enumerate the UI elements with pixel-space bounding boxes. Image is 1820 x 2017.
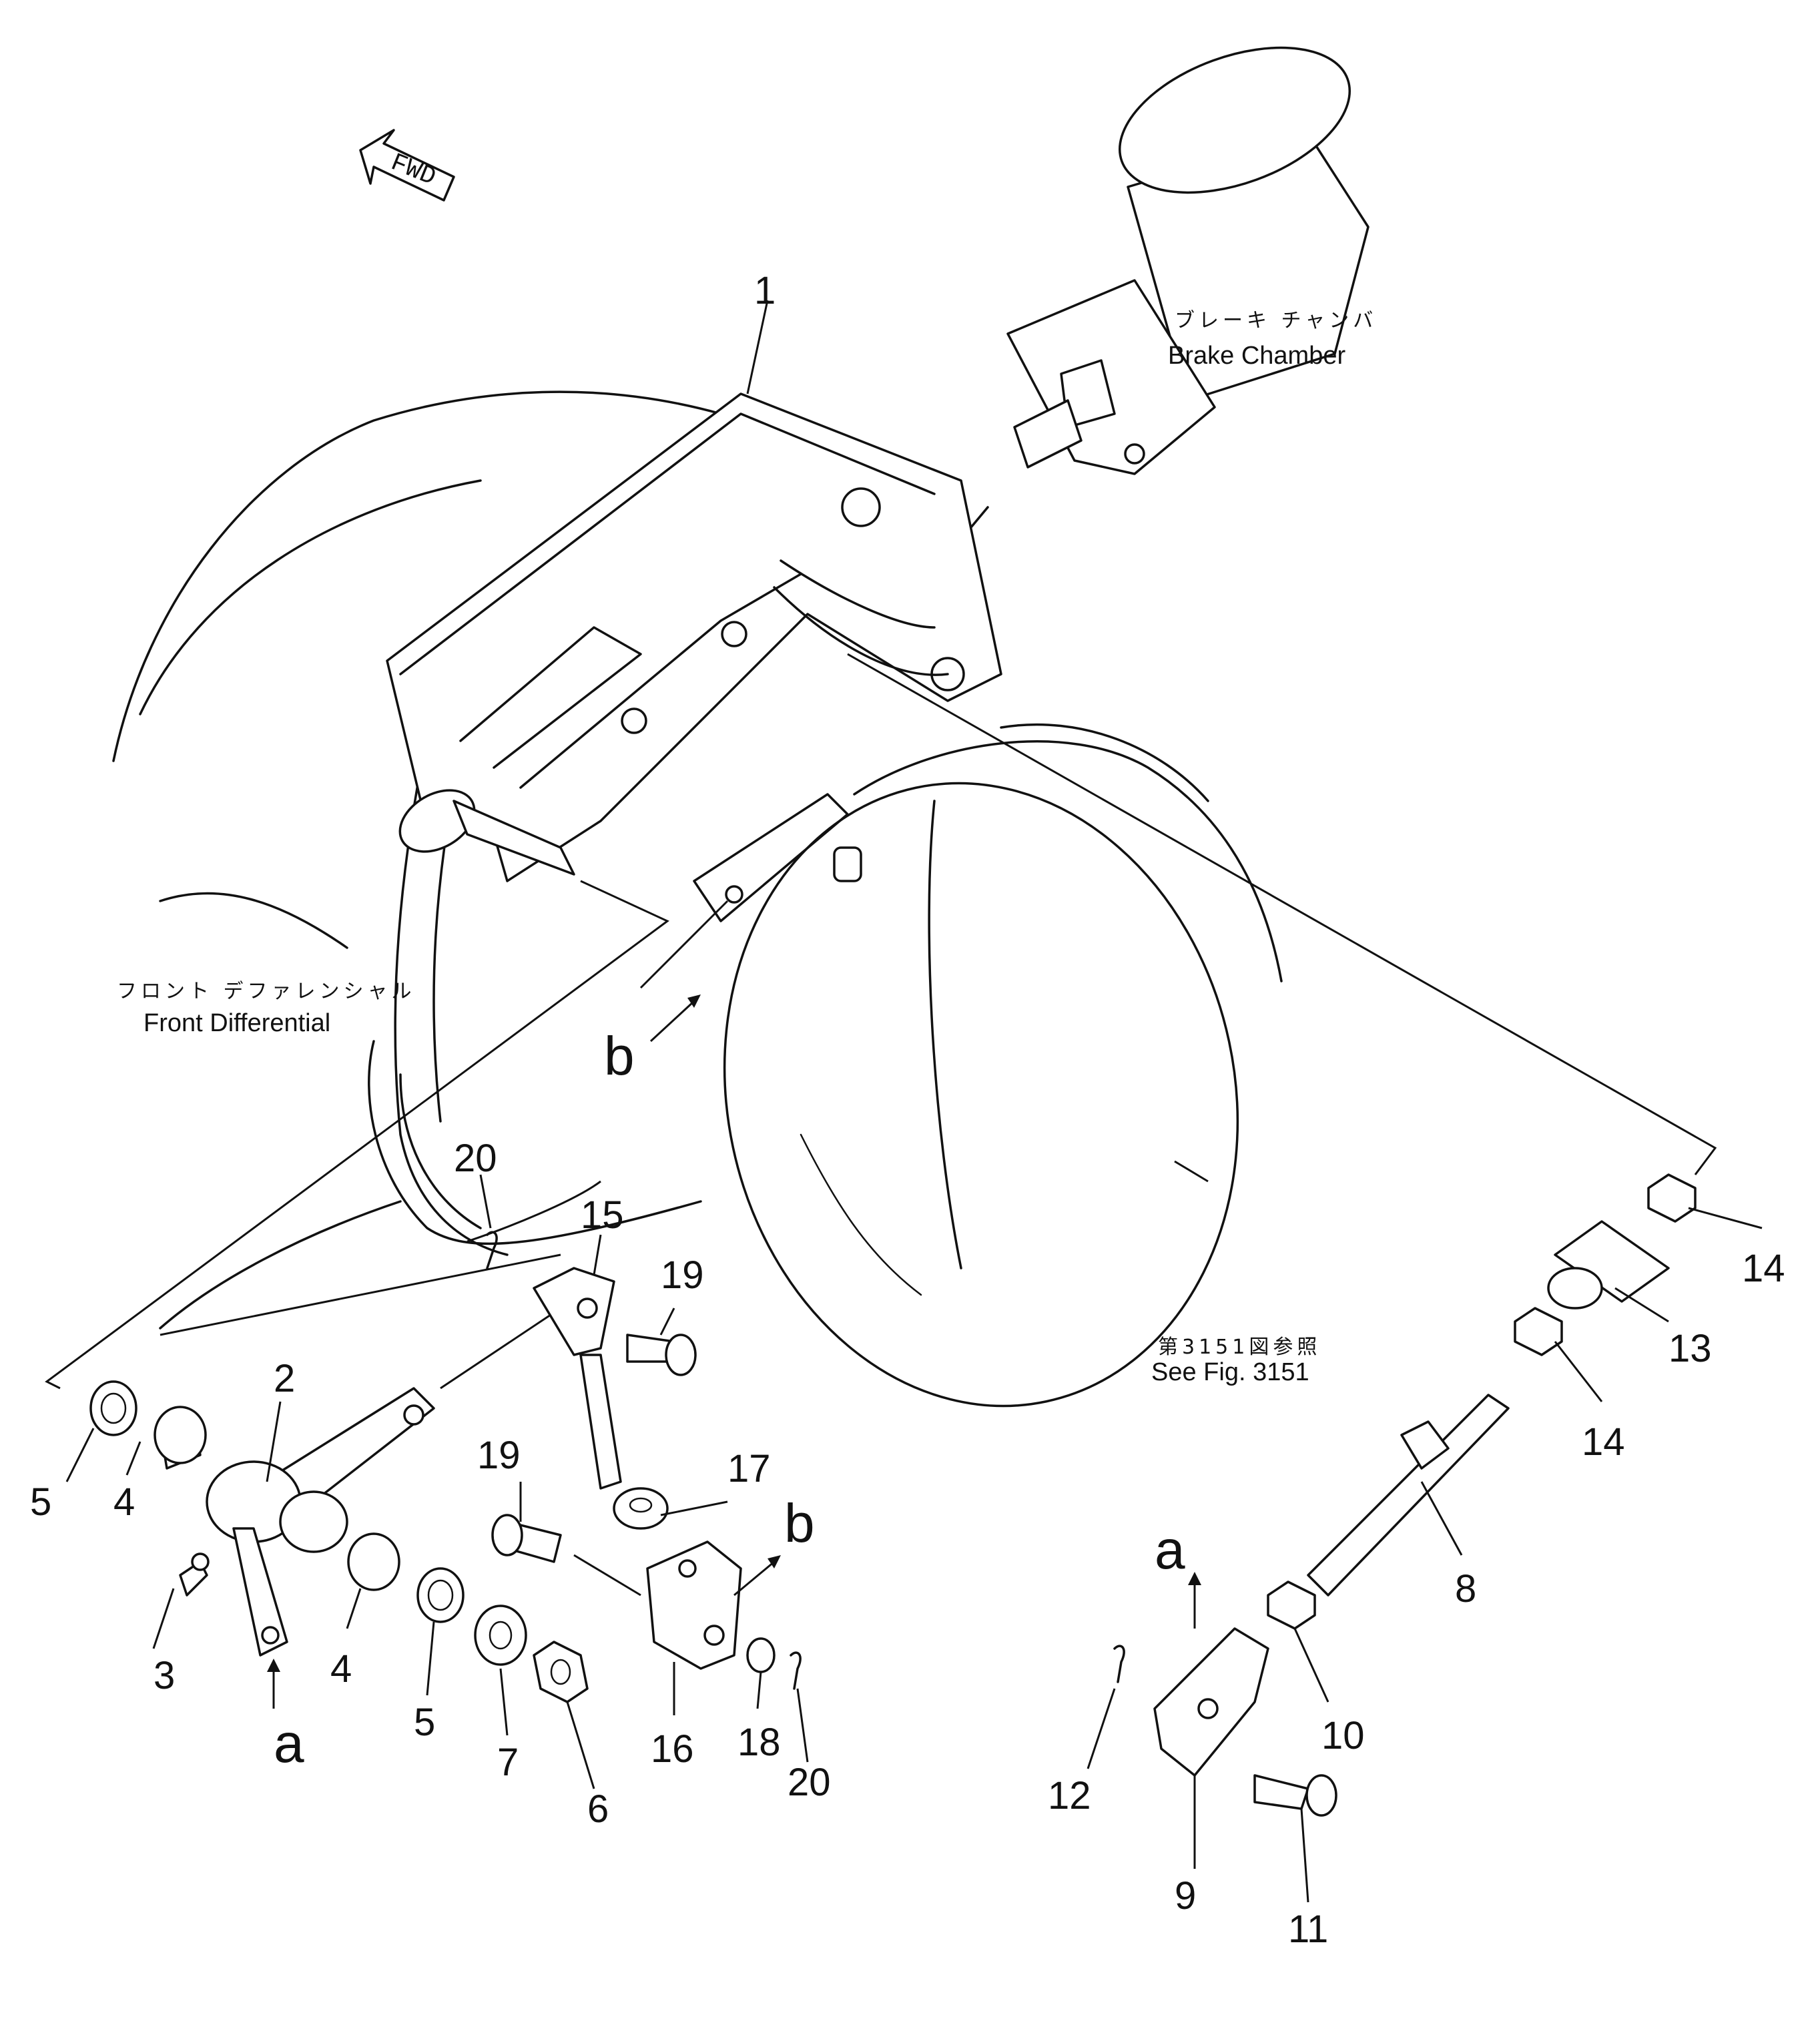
callout-9: 9: [1175, 1874, 1196, 1918]
front-differential-label: Front Differential: [143, 1009, 330, 1037]
callout-5b: 5: [414, 1701, 435, 1744]
ref-letter-a2: a: [1155, 1520, 1185, 1580]
lever-2: [206, 1387, 435, 1657]
leader-lines: [65, 300, 1763, 1903]
callout-12: 12: [1048, 1774, 1091, 1817]
callout-4a: 4: [113, 1480, 135, 1524]
washer-7: [474, 1605, 527, 1666]
pin-11: [1253, 1774, 1337, 1817]
bushing-4a: [154, 1406, 207, 1470]
rod-8: [1307, 1394, 1510, 1597]
pin-19b: [491, 1514, 562, 1563]
callout-18: 18: [737, 1721, 781, 1764]
callout-14a: 14: [1742, 1247, 1785, 1290]
callout-4b: 4: [330, 1647, 352, 1691]
bracket: [386, 392, 1002, 882]
clevis-9: [1153, 1627, 1269, 1777]
ref-arrow-b2: [733, 1555, 781, 1597]
bearing-seal-5a: [89, 1380, 137, 1436]
front-differential-label-jp: フロント デファレンシャル: [117, 980, 416, 1003]
callout-1: 1: [754, 269, 776, 312]
ref-arrow-a2: [1188, 1572, 1201, 1629]
callout-7: 7: [497, 1741, 519, 1784]
nut-6: [533, 1641, 589, 1703]
brake-chamber: [920, 46, 1370, 589]
forward-arrow-icon: FWD: [359, 129, 455, 202]
see-fig-label: See Fig. 3151: [1151, 1358, 1309, 1386]
washer-18: [746, 1637, 776, 1673]
bushing-4b: [347, 1532, 400, 1591]
callout-14b: 14: [1582, 1420, 1625, 1464]
callout-16: 16: [651, 1727, 694, 1771]
bearing-seal-5b: [416, 1567, 465, 1623]
cotter-pin-12: [1113, 1645, 1125, 1683]
callout-17: 17: [727, 1447, 771, 1490]
see-fig-label-jp: 第3151図参照: [1158, 1336, 1321, 1359]
callout-13: 13: [1669, 1327, 1712, 1370]
ref-arrow-a1: [267, 1659, 280, 1709]
nut-14a: [1647, 1173, 1697, 1223]
ref-letter-b2: b: [784, 1493, 815, 1554]
clevis-16: [646, 1540, 742, 1670]
ref-letter-a1: a: [274, 1713, 304, 1774]
callout-3: 3: [154, 1654, 175, 1697]
ref-letter-b1: b: [604, 1026, 635, 1087]
callout-5a: 5: [30, 1480, 51, 1524]
grease-fitting-3: [179, 1552, 210, 1597]
sleeve-13: [1547, 1220, 1670, 1310]
callout-2: 2: [274, 1357, 295, 1400]
callout-15: 15: [581, 1193, 624, 1237]
callout-11: 11: [1288, 1908, 1328, 1951]
pin-19a: [626, 1334, 697, 1376]
callout-19a: 19: [661, 1253, 704, 1297]
cotter-pin-20b: [790, 1651, 802, 1690]
clevis-15: [533, 1267, 622, 1490]
brake-drum: [693, 723, 1283, 1408]
brake-chamber-label: Brake Chamber: [1168, 342, 1345, 370]
callout-10: 10: [1321, 1714, 1365, 1757]
nut-14b: [1514, 1307, 1563, 1356]
callout-6: 6: [587, 1787, 609, 1831]
nut-10: [1267, 1580, 1316, 1630]
callout-20a: 20: [454, 1137, 497, 1180]
callout-20b: 20: [788, 1761, 831, 1804]
nut-17: [613, 1487, 669, 1530]
callout-8: 8: [1455, 1567, 1476, 1611]
brake-chamber-label-jp: ブレーキ チャンバ: [1175, 309, 1377, 332]
cotter-pin-20a: [486, 1231, 498, 1269]
ref-arrow-b1: [649, 994, 701, 1043]
callout-19b: 19: [477, 1434, 521, 1477]
guide-lines: [45, 653, 1717, 1597]
